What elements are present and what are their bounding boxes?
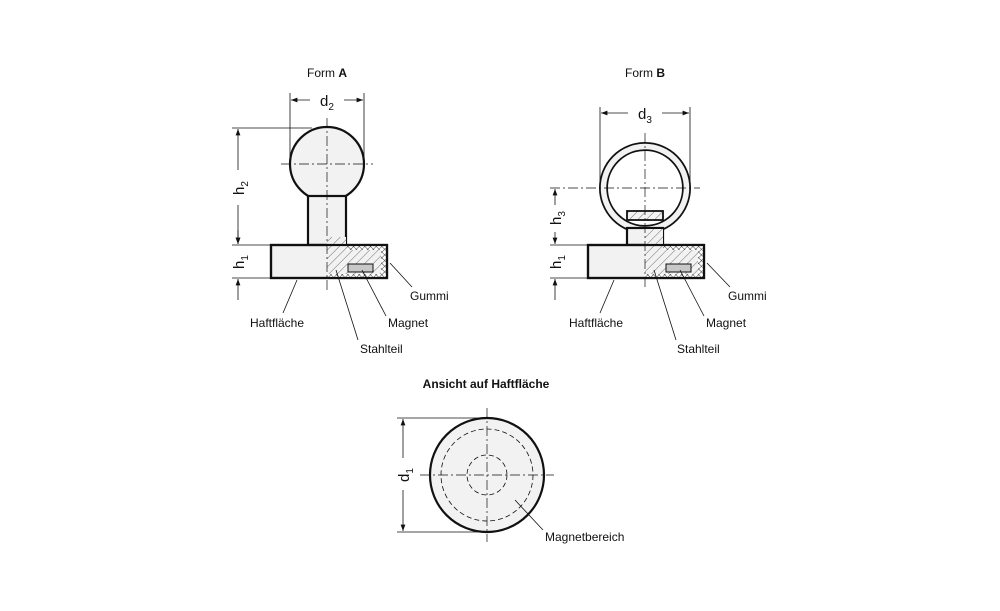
dimension-d2: d2 xyxy=(320,93,334,113)
label-gummi: Gummi xyxy=(410,289,449,303)
bottom-view-drawing: Ansicht auf Haftfläche d1 Magnetbereich xyxy=(396,377,624,544)
form-a-drawing: Form A d2 h2 h1 Gummi Magnet Haftflä xyxy=(231,66,449,356)
dimension-h1: h1 xyxy=(548,255,568,269)
dimension-d3: d3 xyxy=(638,106,652,126)
steel-section xyxy=(645,229,698,274)
bottom-view-title: Ansicht auf Haftfläche xyxy=(423,377,550,391)
magnet xyxy=(347,263,374,273)
dimension-d1: d1 xyxy=(396,468,416,482)
label-magnet: Magnet xyxy=(706,316,747,330)
label-stahlteil: Stahlteil xyxy=(360,342,403,356)
form-b-title: Form B xyxy=(625,66,665,80)
label-magnet: Magnet xyxy=(388,316,429,330)
dimension-h2: h2 xyxy=(231,181,251,195)
magnet xyxy=(665,263,692,273)
form-a-title: Form A xyxy=(307,66,347,80)
label-haftflaeche: Haftfläche xyxy=(569,316,623,330)
label-magnetbereich: Magnetbereich xyxy=(545,530,624,544)
form-b-drawing: Form B d3 h3 h1 Gummi Magnet Haftfläche … xyxy=(548,66,767,356)
label-stahlteil: Stahlteil xyxy=(677,342,720,356)
dimension-h3: h3 xyxy=(548,211,568,225)
label-haftflaeche: Haftfläche xyxy=(250,316,304,330)
label-gummi: Gummi xyxy=(728,289,767,303)
dimension-h1: h1 xyxy=(231,255,251,269)
